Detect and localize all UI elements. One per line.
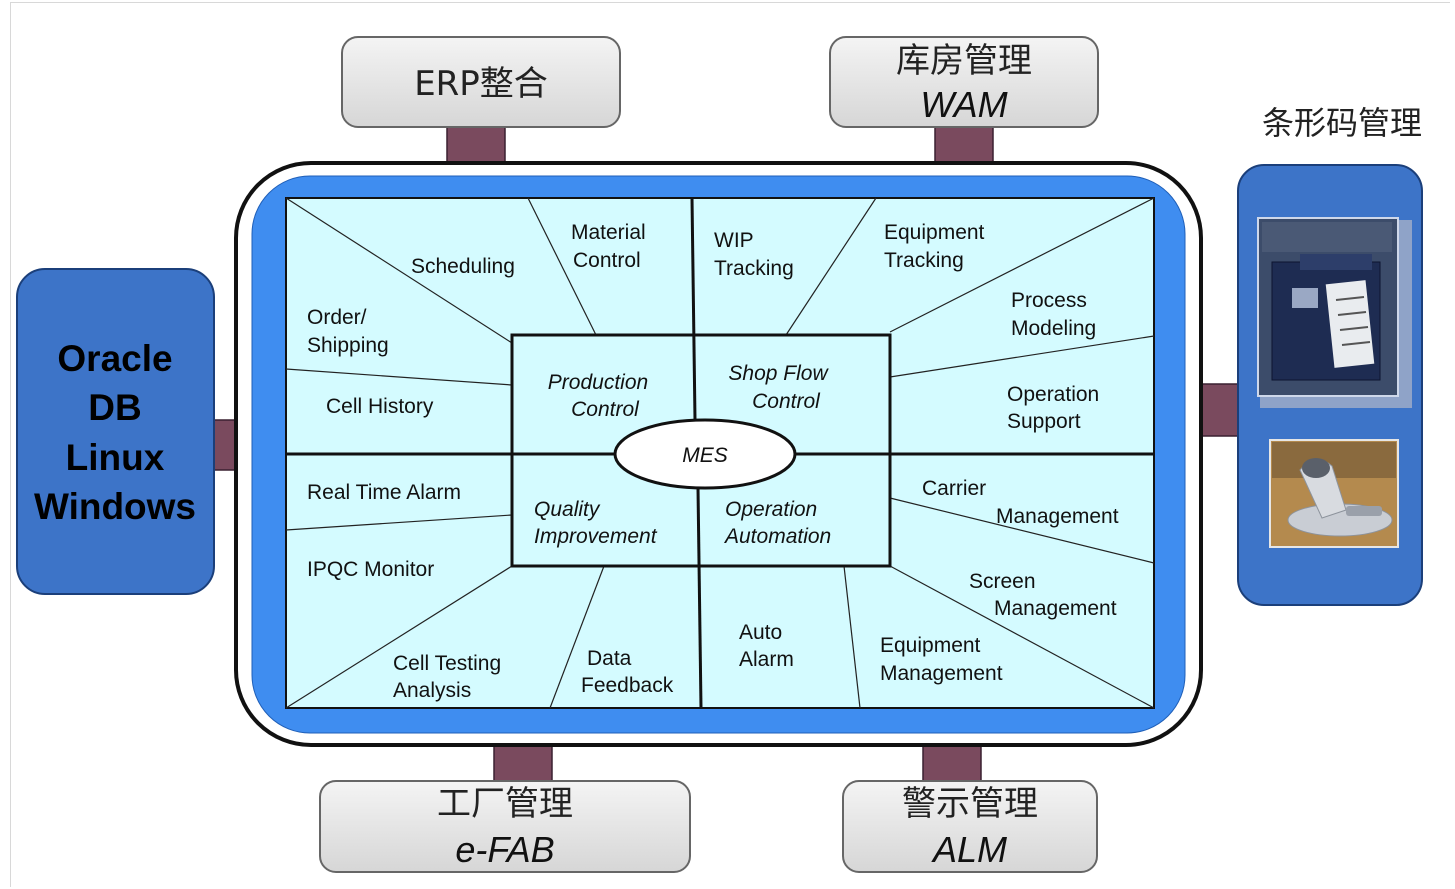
quadrant-label-line: Quality: [534, 498, 601, 521]
module-material-control-line1: Material: [571, 221, 646, 244]
module-order-shipping-line2: Shipping: [307, 334, 389, 357]
quadrant-label-line: Production: [548, 371, 648, 394]
module-cell-testing-line1: Cell Testing: [393, 652, 501, 675]
alm-title: 警示管理: [902, 784, 1038, 824]
quadrant-label-line: Automation: [723, 525, 831, 548]
quadrant-production-control: Production Control: [548, 371, 648, 421]
module-cell-testing-line2: Analysis: [393, 679, 471, 702]
module-equipment-management-line2: Management: [880, 662, 1003, 685]
quadrant-label-line: Improvement: [534, 525, 658, 548]
module-real-time-alarm: Real Time Alarm: [307, 481, 461, 504]
efab-box: 工厂管理 e-FAB: [319, 780, 691, 873]
module-auto-alarm-line2: Alarm: [739, 648, 794, 671]
db-line-linux: Linux: [66, 437, 165, 478]
module-equipment-management-line1: Equipment: [880, 634, 981, 657]
erp-title: ERP整合: [414, 64, 548, 104]
wam-box: 库房管理 WAM: [829, 36, 1099, 128]
efab-title: 工厂管理: [437, 784, 573, 824]
quadrant-quality-improvement: Quality Improvement: [534, 498, 658, 548]
module-order-shipping-line1: Order/: [307, 306, 367, 329]
quadrant-label-line: Operation: [725, 498, 817, 521]
quadrant-shop-flow-control: Shop Flow Control: [728, 362, 829, 413]
alm-box: 警示管理 ALM: [842, 780, 1098, 873]
db-line-windows: Windows: [34, 486, 196, 527]
quadrant-label-line: Control: [752, 390, 821, 413]
quadrant-operation-automation: Operation Automation: [723, 498, 831, 548]
module-screen-management-line1: Screen: [969, 570, 1036, 593]
barcode-box: [1237, 164, 1423, 606]
module-material-control-line2: Control: [573, 249, 641, 272]
barcode-printer-image: [1257, 217, 1412, 408]
wam-title: 库房管理: [896, 41, 1032, 81]
module-data-feedback-line1: Data: [587, 647, 632, 670]
quadrant-label-line: Shop Flow: [728, 362, 829, 385]
module-ipqc-monitor: IPQC Monitor: [307, 558, 434, 581]
left-border: [10, 2, 11, 887]
module-process-modeling-line1: Process: [1011, 289, 1087, 312]
module-auto-alarm-line1: Auto: [739, 621, 782, 644]
barcode-title: 条形码管理: [1262, 104, 1422, 142]
module-equipment-tracking-line2: Tracking: [884, 249, 964, 272]
module-process-modeling-line2: Modeling: [1011, 317, 1096, 340]
mes-hub: [613, 418, 797, 490]
wam-subtitle: WAM: [920, 84, 1007, 125]
module-data-feedback-line2: Feedback: [581, 674, 674, 697]
alm-subtitle: ALM: [931, 829, 1007, 870]
db-line-db: DB: [88, 387, 141, 428]
module-wip-tracking-line1: WIP: [714, 229, 754, 252]
module-wip-tracking-line2: Tracking: [714, 257, 794, 280]
module-screen-management-line2: Management: [994, 597, 1117, 620]
mes-hub-label: MES: [682, 444, 728, 467]
spoke-lines: [285, 197, 1155, 709]
quadrant-label-line: Control: [571, 398, 640, 421]
module-carrier-management: Management: [996, 505, 1119, 528]
module-operation-support-line1: Operation: [1007, 383, 1099, 406]
barcode-scanner-image: [1269, 439, 1399, 548]
module-labels: Scheduling Material Control WIP Tracking…: [307, 221, 1119, 702]
module-carrier: Carrier: [922, 477, 986, 500]
module-cell-history: Cell History: [326, 395, 434, 418]
db-line-oracle: Oracle: [57, 338, 172, 379]
erp-box: ERP整合: [341, 36, 621, 128]
module-scheduling: Scheduling: [411, 255, 515, 278]
center-box: [510, 333, 892, 568]
module-operation-support-line2: Support: [1007, 410, 1081, 433]
top-border: [10, 2, 1450, 3]
axis-lines: [286, 197, 1154, 709]
module-equipment-tracking-line1: Equipment: [884, 221, 985, 244]
efab-subtitle: e-FAB: [455, 829, 554, 870]
db-box: Oracle DB Linux Windows: [16, 268, 215, 595]
